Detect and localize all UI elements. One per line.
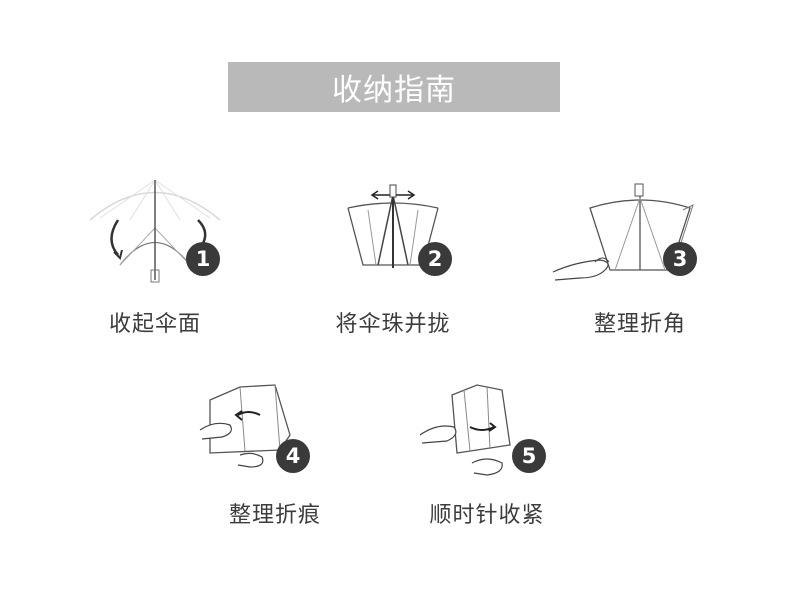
step-number: 2 bbox=[427, 247, 443, 271]
step-3: 3 整理折角 bbox=[545, 170, 735, 340]
step-number-badge: 1 bbox=[186, 242, 220, 276]
close-beads-icon bbox=[347, 184, 439, 268]
step-1: 1 收起伞面 bbox=[60, 170, 250, 340]
step-label: 收起伞面 bbox=[108, 312, 201, 337]
step-label: 顺时针收紧 bbox=[429, 503, 545, 528]
step-label: 将伞珠并拢 bbox=[335, 312, 451, 337]
step-number-badge: 3 bbox=[663, 242, 697, 276]
step-number: 3 bbox=[672, 247, 688, 271]
page-title-banner: 收纳指南 bbox=[228, 62, 560, 112]
tidy-corners-icon bbox=[552, 183, 694, 281]
step-4: 4 整理折痕 bbox=[180, 375, 370, 545]
collapse-canopy-icon bbox=[89, 179, 221, 283]
page-title: 收纳指南 bbox=[332, 73, 456, 108]
step-number: 1 bbox=[195, 247, 211, 271]
step-label: 整理折角 bbox=[593, 312, 686, 337]
step-number: 5 bbox=[521, 444, 537, 468]
step-label: 整理折痕 bbox=[228, 503, 321, 528]
tighten-clockwise-icon bbox=[419, 384, 511, 476]
step-number-badge: 4 bbox=[276, 439, 310, 473]
step-number: 4 bbox=[285, 444, 301, 468]
step-2: 2 将伞珠并拢 bbox=[298, 170, 488, 340]
step-5: 5 顺时针收紧 bbox=[392, 375, 582, 545]
tidy-creases-icon bbox=[199, 384, 291, 468]
step-number-badge: 5 bbox=[512, 439, 546, 473]
step-number-badge: 2 bbox=[418, 242, 452, 276]
